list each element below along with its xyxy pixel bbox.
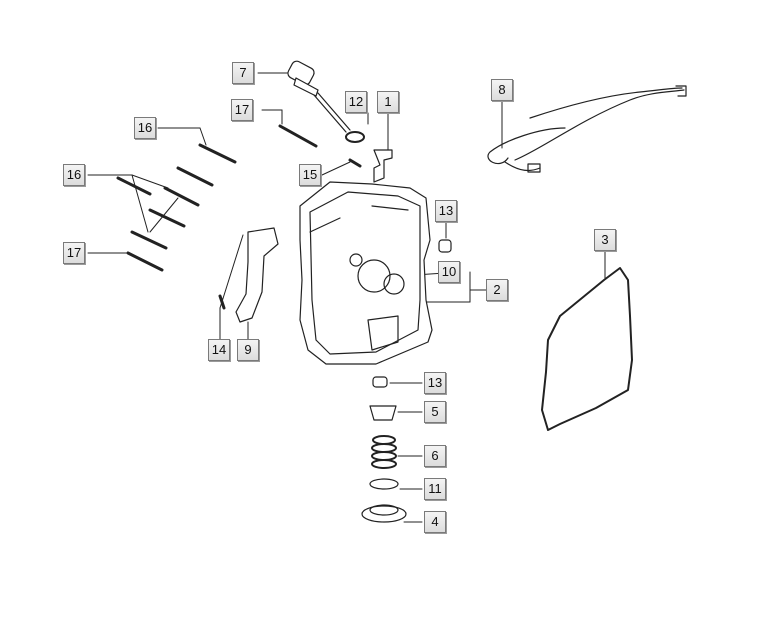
part-2-crankcase-cover	[299, 181, 433, 365]
part-11-ring	[369, 478, 399, 490]
part-1-bracket	[373, 149, 393, 183]
callout-13-upper: 13	[435, 200, 457, 222]
part-7-dipstick	[287, 60, 351, 133]
part-13a-bushing	[438, 239, 452, 253]
callout-15: 15	[299, 164, 321, 186]
callout-16-upper: 16	[134, 117, 156, 139]
part-14-stud	[218, 294, 226, 310]
part-5-cap	[369, 405, 397, 421]
callout-7: 7	[232, 62, 254, 84]
callout-3: 3	[594, 229, 616, 251]
callout-4: 4	[424, 511, 446, 533]
part-3-gasket	[541, 267, 633, 431]
callout-17-lower: 17	[63, 242, 85, 264]
part-8-wire	[487, 85, 687, 173]
callout-9: 9	[237, 339, 259, 361]
part-4-seal	[361, 504, 407, 523]
callout-12: 12	[345, 91, 367, 113]
callout-16-lower: 16	[63, 164, 85, 186]
callout-17-upper: 17	[231, 99, 253, 121]
callout-5: 5	[424, 401, 446, 423]
callout-13-lower: 13	[424, 372, 446, 394]
callout-8: 8	[491, 79, 513, 101]
part-13b-bushing	[372, 376, 388, 388]
callout-14: 14	[208, 339, 230, 361]
callout-11: 11	[424, 478, 446, 500]
part-6-spring	[371, 435, 397, 469]
callout-10: 10	[438, 261, 460, 283]
part-9-plate	[235, 227, 279, 323]
part-12-o-ring	[345, 131, 365, 143]
part-15-pin	[348, 158, 362, 168]
callout-6: 6	[424, 445, 446, 467]
bolts-group	[116, 124, 318, 272]
callout-2: 2	[486, 279, 508, 301]
callout-1: 1	[377, 91, 399, 113]
